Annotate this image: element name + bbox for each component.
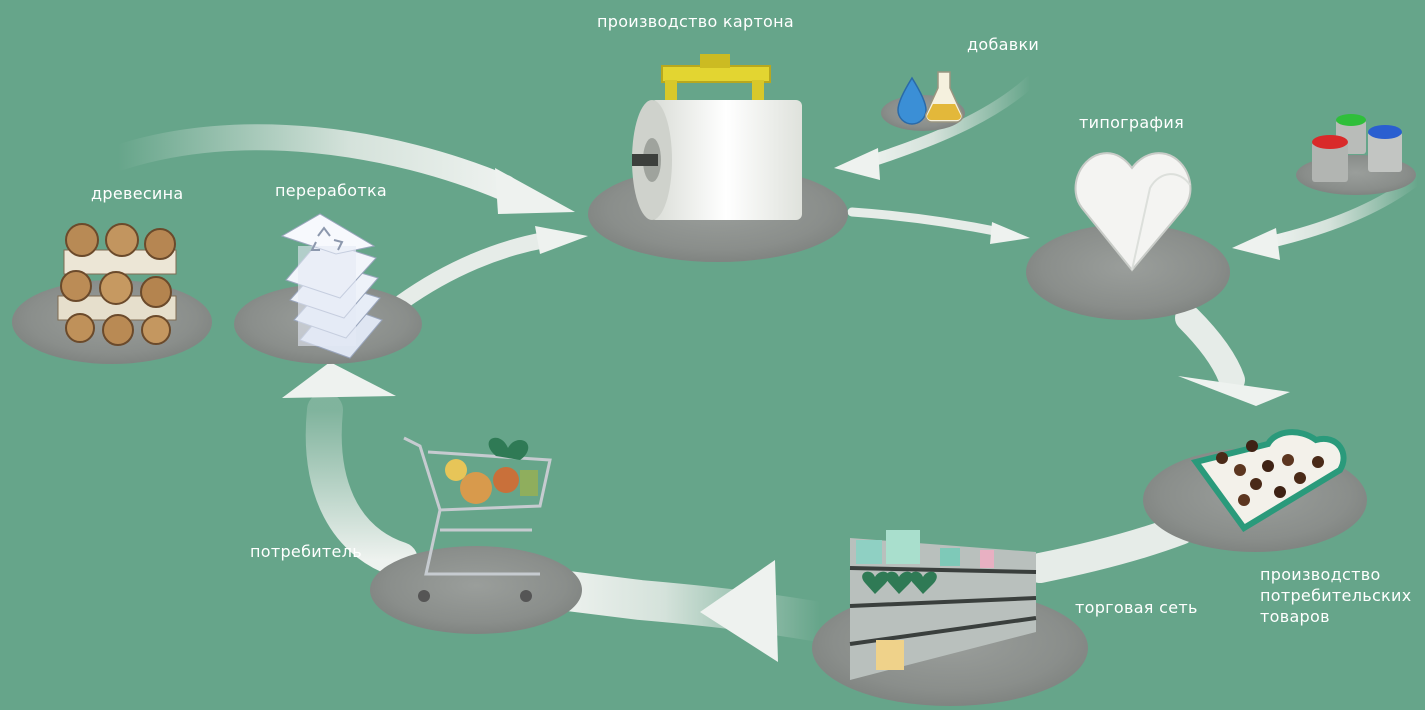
arrow-paints-to-printing [1232, 172, 1424, 260]
platform-consumer [370, 546, 582, 634]
label-recycling: переработка [275, 181, 388, 200]
label-printing: типография [1079, 113, 1185, 132]
shopping-cart-icon [403, 436, 552, 602]
firewood-icon [57, 223, 177, 346]
platform-printing [1026, 224, 1230, 320]
arrow-cardboard-to-printing [847, 207, 1030, 244]
label-retail: торговая сеть [1075, 598, 1198, 617]
store-shelf-icon [849, 530, 1037, 680]
heart-box-icon [1074, 152, 1192, 272]
arrow-additives-to-cardboard [834, 76, 1036, 180]
label-additives: добавки [967, 35, 1040, 54]
arrow-consumer-to-recycling [282, 362, 418, 578]
arrow-wood-to-cardboard [105, 124, 575, 214]
paper-roll-icon [632, 54, 802, 220]
arrows [105, 76, 1424, 662]
arrow-retail-to-consumer [540, 560, 840, 662]
paint-buckets-icon [1312, 114, 1402, 182]
label-wood: древесина [91, 184, 184, 203]
chocolate-box-icon [1190, 429, 1347, 532]
arrow-printing-to-goods [1175, 305, 1290, 406]
label-consumer: потребитель [250, 542, 362, 561]
label-cardboard-production: производство картона [597, 12, 795, 31]
arrow-recycling-to-cardboard [394, 226, 588, 310]
flask-icon [897, 71, 964, 125]
label-consumer-goods-production: производство потребительских товаров [1260, 565, 1412, 626]
arrow-goods-to-retail [1025, 515, 1195, 583]
paper-stack-icon [280, 213, 383, 359]
